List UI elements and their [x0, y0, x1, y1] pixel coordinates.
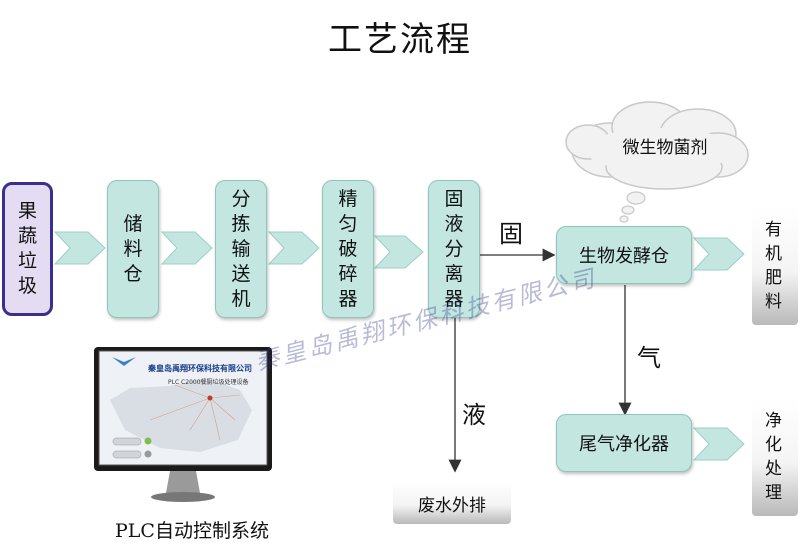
gas-branch-label: 气	[637, 344, 661, 372]
chevron-arrow	[53, 231, 106, 265]
liquid-branch-label: 液	[462, 401, 486, 429]
page-title: 工艺流程	[328, 20, 472, 60]
exhaust-purifier-box: 尾气净化器	[556, 414, 692, 472]
solid-branch-label: 固	[499, 220, 523, 248]
chevron-arrow	[692, 427, 745, 461]
step-storage-bin: 储料仓	[107, 180, 159, 318]
output-wastewater: 废水外排	[393, 482, 511, 524]
plc-screen-company: 秦皇岛禹翔环保科技有限公司	[148, 364, 252, 373]
step-fruit-veg-waste: 果蔬垃圾	[2, 182, 53, 316]
output-purification: 净化处理	[752, 398, 798, 516]
chevron-arrow	[692, 237, 745, 271]
chevron-arrow	[373, 235, 424, 269]
chevron-arrow	[160, 231, 213, 265]
plc-caption: PLC自动控制系统	[115, 520, 269, 542]
plc-screen-subtitle: PLC C2000餐厨垃圾处理设备	[168, 379, 249, 386]
cloud-bubbles	[619, 191, 646, 223]
step-crusher: 精匀破碎器	[322, 180, 374, 318]
plc-monitor	[94, 347, 272, 502]
output-organic-fertilizer: 有机肥料	[752, 207, 798, 325]
chevron-arrow	[267, 231, 320, 265]
microbial-agent-label: 微生物菌剂	[622, 138, 708, 158]
fermentation-bin-box: 生物发酵仓	[556, 226, 692, 284]
step-sorting-conveyor: 分拣输送机	[215, 180, 267, 318]
step-solid-liquid-separator: 固液分离器	[428, 180, 480, 318]
